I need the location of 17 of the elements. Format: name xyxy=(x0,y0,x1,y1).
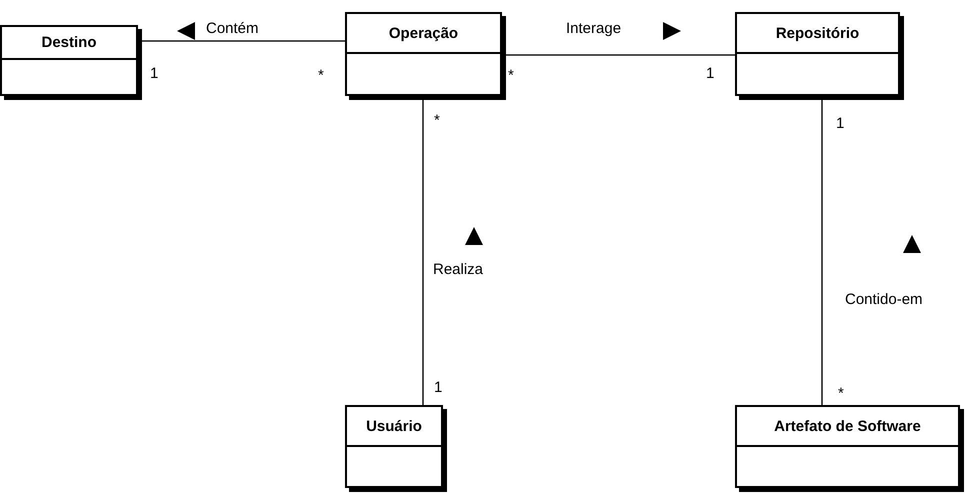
multiplicity: 1 xyxy=(150,66,158,81)
multiplicity: 1 xyxy=(706,66,714,81)
edge-label: Interage xyxy=(566,21,622,36)
edge-label: Contido-em xyxy=(845,292,923,307)
class-name: Operação xyxy=(388,24,458,42)
multiplicity: * xyxy=(434,113,440,128)
multiplicity: * xyxy=(508,68,514,83)
multiplicity: 1 xyxy=(836,116,844,131)
multiplicity: * xyxy=(318,68,324,83)
multiplicity: * xyxy=(838,386,844,401)
multiplicity: 1 xyxy=(434,380,442,395)
class-name: Repositório xyxy=(776,24,860,42)
edge-label: Contém xyxy=(206,21,259,36)
class-name: Destino xyxy=(41,34,96,51)
class-name: Usuário xyxy=(366,418,422,434)
edge-label: Realiza xyxy=(433,262,484,277)
class-name: Artefato de Software xyxy=(774,418,921,434)
